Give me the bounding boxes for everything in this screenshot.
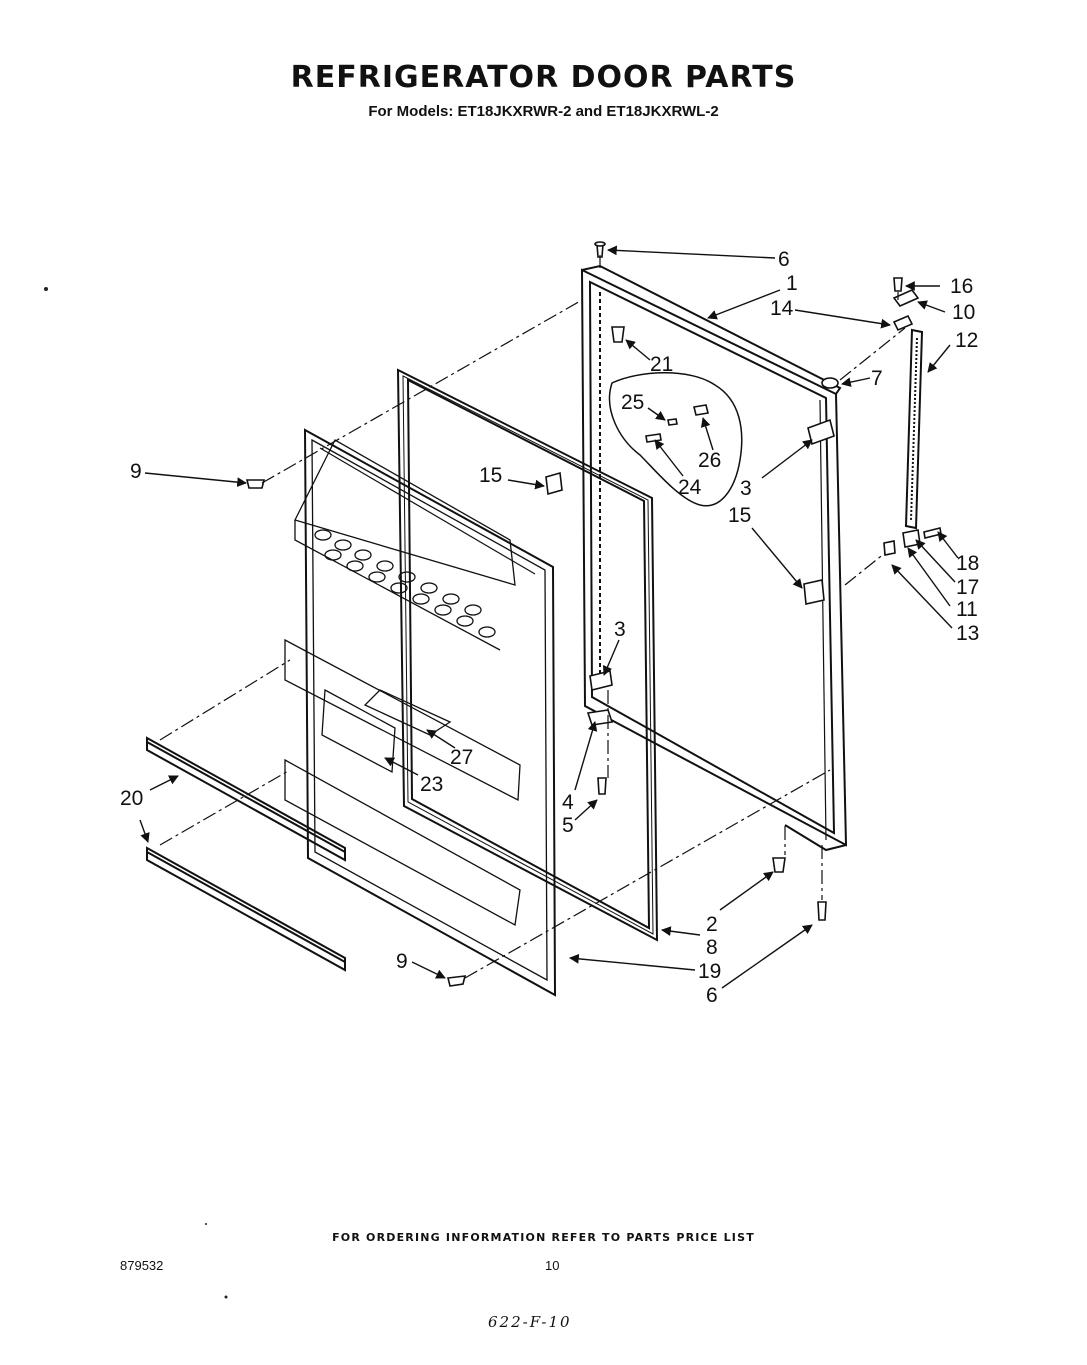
page-number: 10: [545, 1258, 560, 1273]
callout-1: 1: [786, 272, 798, 295]
callout-27: 27: [450, 746, 473, 769]
alignment-lines: [159, 255, 906, 979]
callout-12: 12: [955, 329, 978, 352]
callout-7: 7: [871, 367, 883, 390]
outer-door-panel: [580, 264, 848, 852]
document-number: 879532: [120, 1258, 164, 1273]
hardware-parts: [245, 241, 942, 987]
callout-15-right: 15: [728, 504, 751, 527]
callout-21: 21: [650, 353, 673, 376]
model-subtitle: For Models: ET18JKXRWR-2 and ET18JKXRWL-…: [368, 103, 719, 120]
callout-4: 4: [562, 791, 574, 814]
door-gasket: [396, 368, 659, 942]
callout-26: 26: [698, 449, 721, 472]
callout-14: 14: [770, 297, 794, 320]
callout-25: 25: [621, 391, 644, 414]
callout-3-lower: 3: [614, 618, 626, 641]
shelf-bars: [146, 736, 346, 972]
scan-marks: [44, 287, 228, 1299]
leader-arrows: [139, 245, 959, 989]
callout-24: 24: [678, 476, 702, 499]
callout-16: 16: [950, 275, 973, 298]
callout-9-upper: 9: [130, 460, 142, 483]
callout-6-bottom: 6: [706, 984, 718, 1007]
egg-tray: [314, 529, 496, 638]
callout-18: 18: [956, 552, 979, 575]
handwritten-code: 622-F-10: [488, 1313, 572, 1331]
callout-23: 23: [420, 773, 443, 796]
callout-13: 13: [956, 622, 979, 645]
callout-labels: 6 1 14 16 10 12 21 7 25 26 24 3 9 15 15 …: [120, 248, 979, 1007]
ordering-note: FOR ORDERING INFORMATION REFER TO PARTS …: [332, 1231, 755, 1244]
callout-5: 5: [562, 814, 574, 837]
callout-19: 19: [698, 960, 721, 983]
callout-8: 8: [706, 936, 718, 959]
callout-17: 17: [956, 576, 979, 599]
callout-9-lower: 9: [396, 950, 408, 973]
callout-10: 10: [952, 301, 975, 324]
callout-11: 11: [956, 598, 978, 621]
door-liner: [284, 428, 557, 997]
callout-20: 20: [120, 787, 143, 810]
door-handle: [904, 328, 924, 530]
page-title: REFRIGERATOR DOOR PARTS: [290, 60, 797, 95]
callout-15-left: 15: [479, 464, 502, 487]
callout-3-upper: 3: [740, 477, 752, 500]
insulation-patch: [608, 372, 743, 507]
callout-2: 2: [706, 913, 718, 936]
callout-6-top: 6: [778, 248, 790, 271]
